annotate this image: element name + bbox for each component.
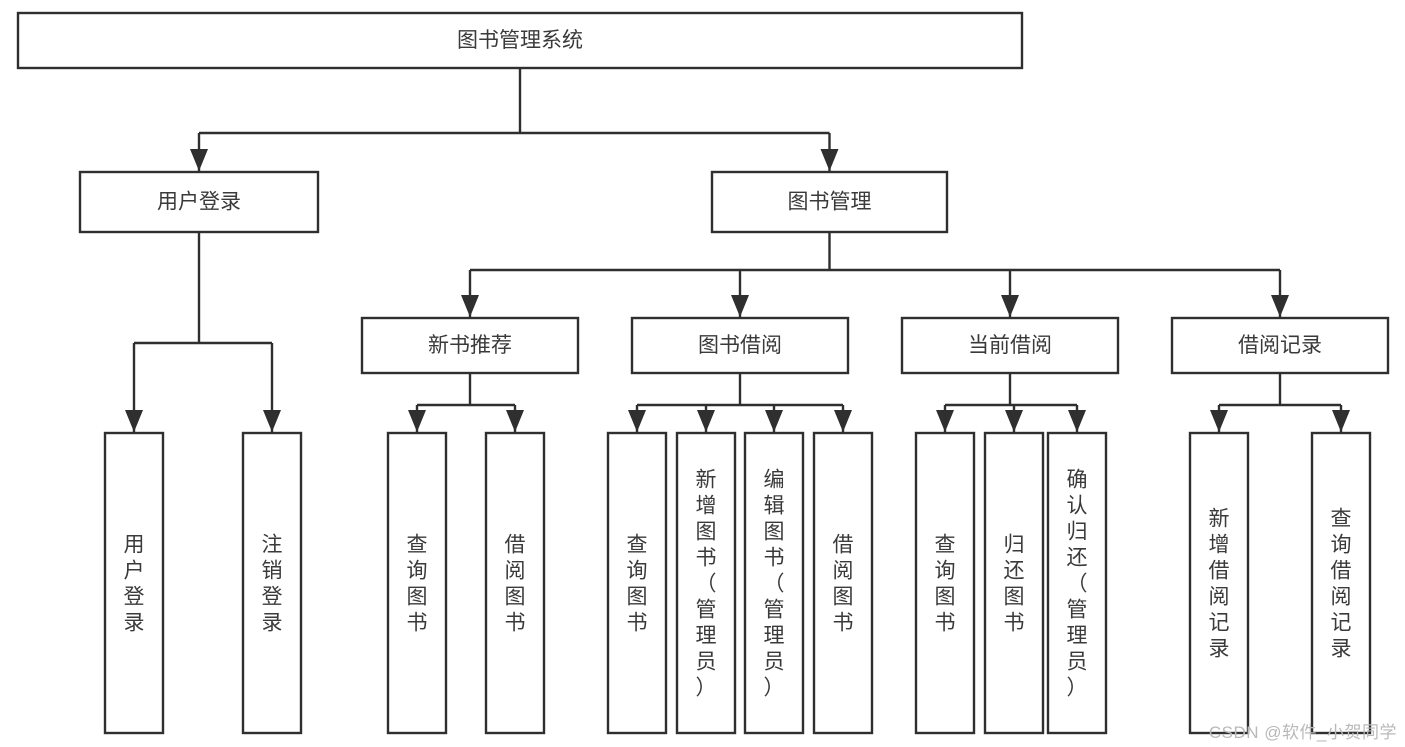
node-current-borrow[interactable]: 当前借阅	[900, 316, 1120, 375]
node-cb-confirm-return[interactable]: 确认归还（管理员）	[1046, 431, 1108, 735]
arrow-head-icon	[936, 410, 954, 432]
node-label-root: 图书管理系统	[457, 29, 583, 52]
node-label-nbr-borrow-book: 借阅图书	[505, 533, 526, 634]
node-nbr-query-book[interactable]: 查询图书	[386, 431, 448, 735]
node-label-bb-edit-book: 编辑图书（管理员）	[764, 468, 785, 699]
node-box-bb-query-book	[606, 431, 668, 735]
arrow-head-icon	[731, 295, 749, 317]
arrow-head-icon	[765, 410, 783, 432]
node-label-nbr-query-book: 查询图书	[407, 533, 428, 634]
connector-lines-layer	[125, 68, 1350, 432]
node-label-borrow-records: 借阅记录	[1238, 334, 1322, 357]
arrow-head-icon	[1332, 410, 1350, 432]
node-box-cb-query-book	[914, 431, 976, 735]
node-box-bb-add-book	[675, 431, 737, 735]
node-root[interactable]: 图书管理系统	[16, 11, 1024, 70]
node-user-logout[interactable]: 注销登录	[241, 431, 303, 735]
node-user-login-do[interactable]: 用户登录	[103, 431, 165, 735]
node-cb-return-book[interactable]: 归还图书	[983, 431, 1045, 735]
node-bb-edit-book[interactable]: 编辑图书（管理员）	[743, 431, 805, 735]
node-box-book-borrow	[630, 316, 850, 375]
node-box-cb-return-book	[983, 431, 1045, 735]
arrow-head-icon	[628, 410, 646, 432]
node-label-cb-confirm-return: 确认归还（管理员）	[1067, 468, 1088, 699]
node-box-user-login	[78, 170, 320, 234]
arrow-head-icon	[408, 410, 426, 432]
node-box-br-add-record	[1188, 431, 1250, 735]
node-box-nbr-query-book	[386, 431, 448, 735]
node-br-add-record[interactable]: 新增借阅记录	[1188, 431, 1250, 735]
node-bb-add-book[interactable]: 新增图书（管理员）	[675, 431, 737, 735]
node-box-bb-edit-book	[743, 431, 805, 735]
node-bb-query-book[interactable]: 查询图书	[606, 431, 668, 735]
node-label-bb-borrow-book: 借阅图书	[833, 533, 854, 634]
arrow-head-icon	[1005, 410, 1023, 432]
node-book-borrow[interactable]: 图书借阅	[630, 316, 850, 375]
node-nbr-borrow-book[interactable]: 借阅图书	[484, 431, 546, 735]
node-br-query-record[interactable]: 查询借阅记录	[1310, 431, 1372, 735]
node-label-br-add-record: 新增借阅记录	[1209, 507, 1230, 660]
arrow-head-icon	[190, 149, 208, 171]
node-box-current-borrow	[900, 316, 1120, 375]
arrow-head-icon	[1271, 295, 1289, 317]
node-boxes-layer: 图书管理系统用户登录用户登录注销登录图书管理新书推荐查询图书借阅图书图书借阅查询…	[16, 11, 1390, 735]
node-book-manage[interactable]: 图书管理	[710, 170, 949, 234]
node-label-user-login: 用户登录	[157, 191, 241, 214]
node-label-bb-add-book: 新增图书（管理员）	[696, 468, 717, 699]
arrow-head-icon	[263, 410, 281, 432]
node-cb-query-book[interactable]: 查询图书	[914, 431, 976, 735]
node-box-br-query-record	[1310, 431, 1372, 735]
node-label-bb-query-book: 查询图书	[627, 533, 648, 634]
arrow-head-icon	[1210, 410, 1228, 432]
arrow-head-icon	[461, 295, 479, 317]
arrow-head-icon	[125, 410, 143, 432]
node-label-current-borrow: 当前借阅	[968, 334, 1052, 357]
arrow-head-icon	[697, 410, 715, 432]
node-label-user-login-do: 用户登录	[124, 533, 145, 634]
node-label-user-logout: 注销登录	[262, 533, 283, 634]
node-bb-borrow-book[interactable]: 借阅图书	[812, 431, 874, 735]
node-box-user-login-do	[103, 431, 165, 735]
node-label-book-borrow: 图书借阅	[698, 334, 782, 357]
node-label-br-query-record: 查询借阅记录	[1331, 507, 1352, 660]
node-box-user-logout	[241, 431, 303, 735]
node-box-bb-borrow-book	[812, 431, 874, 735]
node-box-cb-confirm-return	[1046, 431, 1108, 735]
node-box-root	[16, 11, 1024, 70]
arrow-head-icon	[820, 149, 839, 171]
node-label-book-manage: 图书管理	[788, 191, 872, 214]
arrow-head-icon	[834, 410, 852, 432]
node-label-new-book-recommend: 新书推荐	[428, 334, 512, 357]
node-new-book-recommend[interactable]: 新书推荐	[360, 316, 580, 375]
node-box-borrow-records	[1170, 316, 1390, 375]
node-label-cb-return-book: 归还图书	[1004, 533, 1025, 634]
node-user-login[interactable]: 用户登录	[78, 170, 320, 234]
node-borrow-records[interactable]: 借阅记录	[1170, 316, 1390, 375]
arrow-head-icon	[1001, 295, 1019, 317]
node-box-book-manage	[710, 170, 949, 234]
node-box-new-book-recommend	[360, 316, 580, 375]
arrow-head-icon	[506, 410, 524, 432]
node-box-nbr-borrow-book	[484, 431, 546, 735]
node-label-cb-query-book: 查询图书	[935, 533, 956, 634]
arrow-head-icon	[1068, 410, 1086, 432]
